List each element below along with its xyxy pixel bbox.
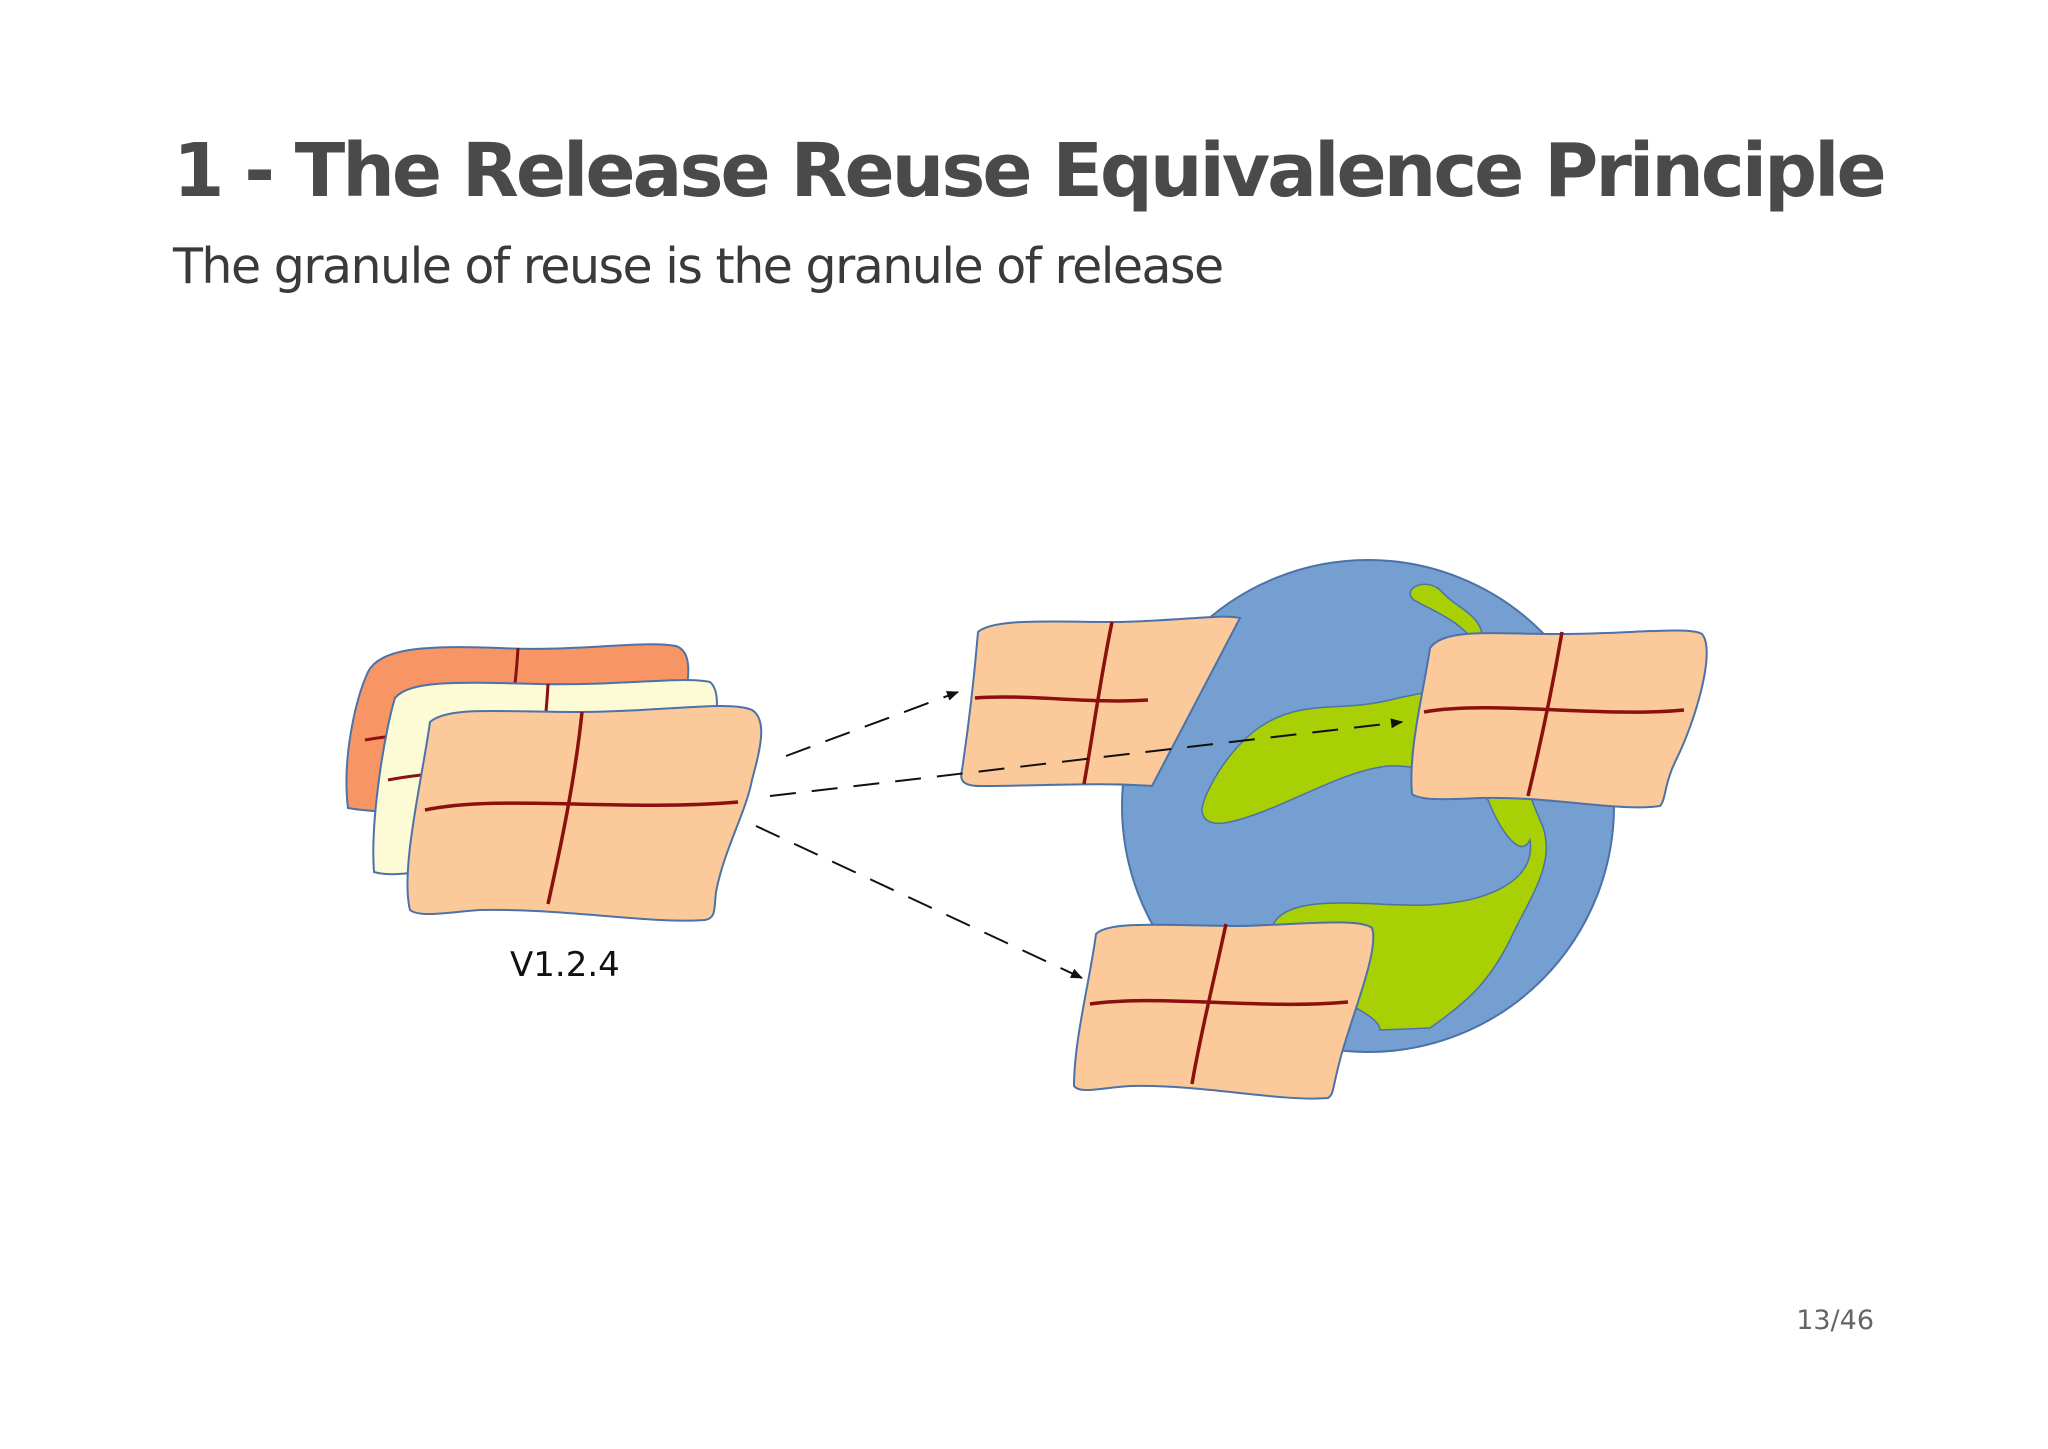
- slide-subtitle: The granule of reuse is the granule of r…: [173, 238, 1224, 295]
- slide-title: 1 - The Release Reuse Equivalence Princi…: [173, 128, 1887, 214]
- package-stack-icon: V1.2.4: [345, 643, 763, 985]
- arrow-to-right-package: [769, 718, 1403, 797]
- arrow-to-top-package: [785, 691, 959, 757]
- package-bottom-icon: [1072, 921, 1375, 1100]
- arrow-to-bottom-package: [755, 825, 1083, 979]
- package-right-icon: [1410, 629, 1708, 809]
- page-number: 13/46: [1796, 1305, 1874, 1336]
- package-top-icon: [960, 615, 1242, 788]
- version-label: V1.2.4: [510, 945, 620, 985]
- package-front-icon: [406, 705, 763, 922]
- dashed-arrows: [755, 691, 1403, 979]
